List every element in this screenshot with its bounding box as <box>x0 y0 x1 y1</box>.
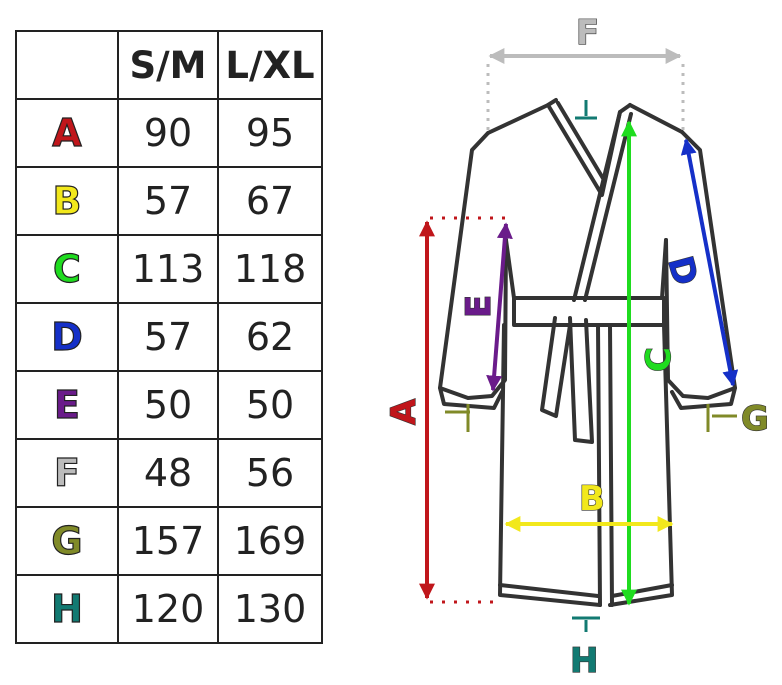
measure-E: E <box>458 222 513 392</box>
measure-B: B <box>504 478 674 532</box>
value-sm: 90 <box>117 98 219 168</box>
header-row: S/M L/XL <box>15 30 323 100</box>
label-F: F <box>576 13 599 53</box>
label-B: B <box>579 479 605 519</box>
measure-H: H <box>569 100 600 682</box>
label-G: G <box>741 399 769 439</box>
row-key: H <box>15 574 119 644</box>
value-lxl: 62 <box>217 302 323 372</box>
label-E: E <box>459 295 499 318</box>
value-sm: 113 <box>117 234 219 304</box>
row-key: C <box>15 234 119 304</box>
value-sm: 50 <box>117 370 219 440</box>
value-lxl: 169 <box>217 506 323 576</box>
robe-outline <box>438 98 737 607</box>
robe-shoulders <box>486 103 684 135</box>
row-key: D <box>15 302 119 372</box>
robe-hem <box>498 583 674 598</box>
header-lxl: L/XL <box>217 30 323 100</box>
label-A: A <box>384 398 424 425</box>
row-key: B <box>15 166 119 236</box>
header-blank <box>15 30 119 100</box>
value-sm: 48 <box>117 438 219 508</box>
value-lxl: 50 <box>217 370 323 440</box>
value-sm: 57 <box>117 302 219 372</box>
value-lxl: 130 <box>217 574 323 644</box>
robe-front-opening <box>596 323 614 607</box>
value-lxl: 67 <box>217 166 323 236</box>
label-H: H <box>570 641 598 681</box>
row-key: F <box>15 438 119 508</box>
row-key: G <box>15 506 119 576</box>
row-key: E <box>15 370 119 440</box>
robe-body-right <box>608 238 674 607</box>
value-lxl: 56 <box>217 438 323 508</box>
header-sm: S/M <box>117 30 219 100</box>
row-key: A <box>15 98 119 168</box>
robe-right-cuff <box>670 386 737 410</box>
value-lxl: 118 <box>217 234 323 304</box>
robe-belt-knot <box>540 316 594 444</box>
value-sm: 120 <box>117 574 219 644</box>
measure-F: F <box>486 12 685 130</box>
label-C: C <box>639 347 679 372</box>
measure-A: A <box>383 216 505 604</box>
value-sm: 157 <box>117 506 219 576</box>
value-lxl: 95 <box>217 98 323 168</box>
robe-belt <box>512 296 666 327</box>
measure-G: G <box>445 398 770 440</box>
value-sm: 57 <box>117 166 219 236</box>
